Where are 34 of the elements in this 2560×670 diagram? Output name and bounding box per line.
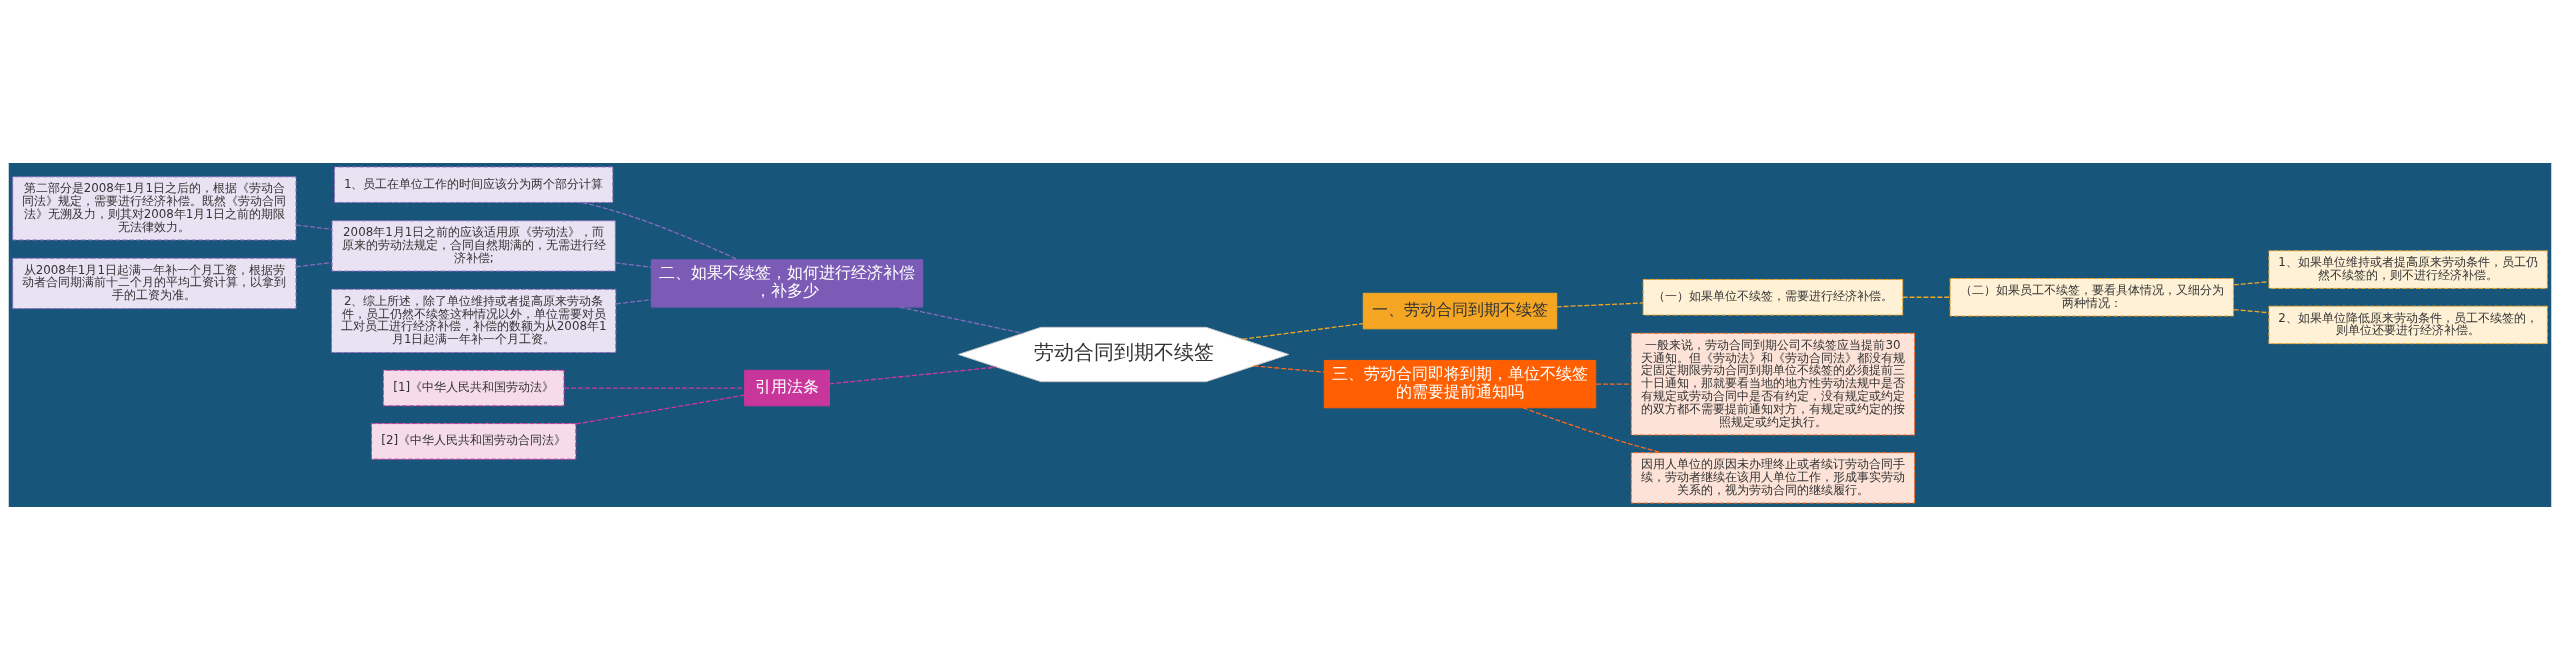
node-box: 二、如果不续签，如何进行经济补偿，补多少	[650, 259, 924, 308]
connector	[295, 224, 333, 230]
connector	[581, 201, 739, 261]
connector	[1595, 383, 1632, 385]
connector	[1902, 296, 1951, 298]
connector	[1241, 322, 1364, 340]
node-box: 因用人单位的原因未办理终止或者续订劳动合同手续，劳动者继续在该用人单位工作，形成事实劳动关系的，视为劳动合同的继续履行。	[1630, 452, 1916, 504]
connector	[575, 394, 746, 425]
node-box: 2、综上所述，除了单位维持或者提高原来劳动条件，员工仍然不续签这种情况以外，单位需要对员工对员工进行经济补偿，补偿的数额为从2008年1月1日起满一年补一个月工资。	[331, 288, 617, 353]
connector	[295, 261, 333, 268]
node-box: （一）如果单位不续签，需要进行经济补偿。	[1642, 279, 1904, 316]
connector	[1556, 302, 1644, 308]
connector	[2233, 309, 2270, 314]
connector	[899, 306, 1024, 334]
node-box: 从2008年1月1日起满一年补一个月工资，根据劳动者合同期满前十二个月的平均工资计算，以拿到手的工资为准。	[12, 257, 297, 310]
node-box: [1]《中华人民共和国劳动法》	[382, 369, 565, 407]
node-box: 三、劳动合同即将到期，单位不续签的需要提前通知吗	[1323, 359, 1597, 409]
node-box: （二）如果员工不续签，要看具体情况，又细分为两种情况：	[1949, 278, 2234, 317]
connector	[1522, 407, 1663, 454]
connector	[2233, 281, 2270, 286]
node-box: 第二部分是2008年1月1日之后的，根据《劳动合同法》规定，需要进行经济补偿。既然《劳动合同法》无溯及力，则其对2008年1月1日之前的期限无法律效力。	[12, 176, 297, 241]
connector	[563, 387, 746, 389]
node-box: 1、员工在单位工作的时间应该分为两个部分计算	[334, 166, 614, 203]
connector	[615, 299, 652, 305]
node-box: 2008年1月1日之前的应该适用原《劳动法》，而原来的劳动法规定，合同自然期满的，无需进行经济补偿;	[331, 220, 616, 272]
connector	[614, 262, 652, 268]
connector	[829, 366, 998, 385]
node-box: [2]《中华人民共和国劳动合同法》	[371, 423, 577, 460]
connector	[1253, 365, 1325, 373]
node-box: 一般来说，劳动合同到期公司不续签应当提前30天通知。但《劳动法》和《劳动合同法》都没有规定固定期限劳动合同到期单位不续签的必须提前三十日通知，那就要看当地的地方性劳动法规中是否有规定或劳动合同中是否有约定，没有规定或约定的双方都不需要提前通知对方，有规定或约定的按照规定或约定执行。	[1630, 332, 1916, 436]
node-box: 2、如果单位降低原来劳动条件，员工不续签的，则单位还要进行经济补偿。	[2268, 305, 2548, 345]
node-box: 引用法条	[744, 369, 830, 407]
node-box: 1、如果单位维持或者提高原来劳动条件，员工仍然不续签的，则不进行经济补偿。	[2268, 250, 2548, 289]
node-box: 一、劳动合同到期不续签	[1362, 292, 1558, 330]
